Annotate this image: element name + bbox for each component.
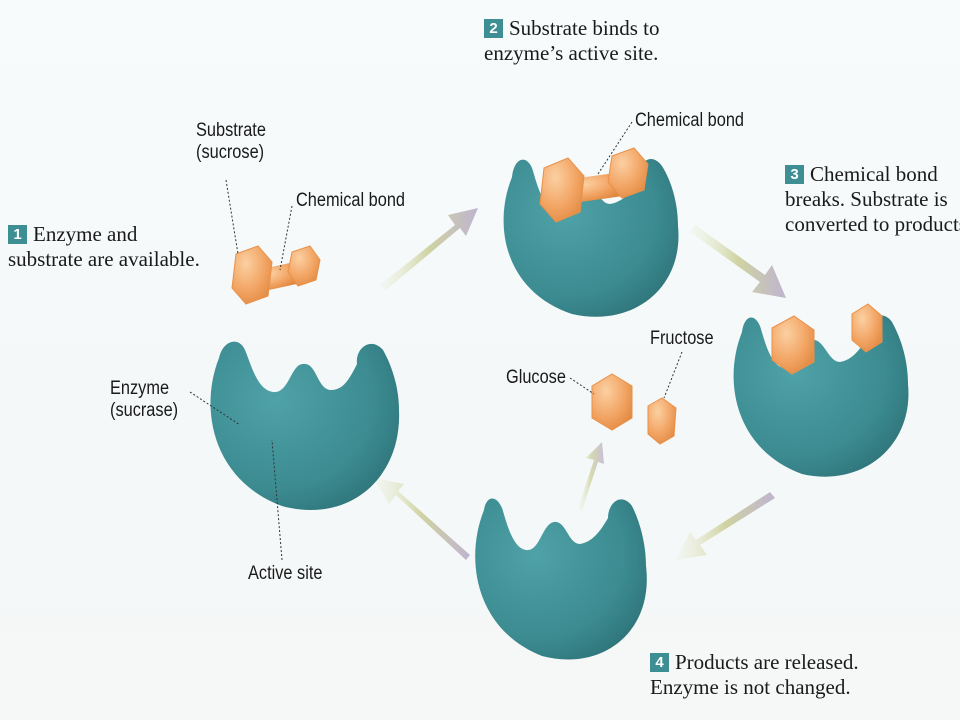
substrate-label-line2: (sucrose) bbox=[196, 142, 265, 163]
enzyme-label-line1: Enzyme bbox=[110, 378, 170, 399]
leader-active-site bbox=[271, 439, 283, 561]
step2-badge: 2 bbox=[484, 19, 503, 38]
substrate-label: Substrate (sucrose) bbox=[196, 120, 266, 164]
leader-bond-1 bbox=[279, 205, 293, 271]
step1-badge: 1 bbox=[8, 225, 27, 244]
enzyme-step2 bbox=[503, 158, 679, 317]
leader-fructose bbox=[663, 351, 683, 399]
active-site-label: Active site bbox=[248, 563, 323, 584]
cycle-arrow-3-to-4 bbox=[676, 492, 775, 560]
leader-enzyme bbox=[189, 391, 241, 426]
substrate-bound-step2 bbox=[539, 147, 649, 223]
step3-line1: Chemical bond bbox=[810, 162, 938, 186]
step3-label: 3 Chemical bond breaks. Substrate is conv… bbox=[785, 162, 960, 237]
enzyme-step3 bbox=[733, 315, 909, 477]
step1-label: 1 Enzyme and substrate are available. bbox=[8, 222, 200, 272]
cycle-arrow-4-to-1 bbox=[374, 478, 470, 560]
fructose-molecule bbox=[647, 397, 677, 445]
chemical-bond-label-2: Chemical bond bbox=[635, 110, 745, 131]
step1-line1: Enzyme and bbox=[33, 222, 138, 246]
enzyme-label: Enzyme (sucrase) bbox=[110, 378, 178, 422]
step4-line1: Products are released. bbox=[675, 650, 859, 674]
step4-label: 4 Products are released. Enzyme is not ch… bbox=[650, 650, 859, 700]
enzyme-step1 bbox=[210, 341, 400, 511]
step4-badge: 4 bbox=[650, 653, 669, 672]
step2-line2: enzyme’s active site. bbox=[484, 41, 659, 65]
chemical-bond-label-1: Chemical bond bbox=[296, 190, 406, 211]
fructose-label: Fructose bbox=[650, 328, 714, 349]
leader-glucose bbox=[569, 377, 595, 395]
enzyme-step4 bbox=[475, 498, 647, 660]
glucose-molecule bbox=[591, 373, 633, 431]
cycle-arrow-2-to-3 bbox=[690, 225, 786, 298]
step3-line2: breaks. Substrate is bbox=[785, 187, 948, 211]
step3-line3: converted to products. bbox=[785, 212, 960, 236]
step3-badge: 3 bbox=[785, 165, 804, 184]
products-step3 bbox=[771, 303, 883, 375]
step1-line2: substrate are available. bbox=[8, 247, 200, 271]
step4-line2: Enzyme is not changed. bbox=[650, 675, 851, 699]
glucose-label: Glucose bbox=[506, 367, 566, 388]
leader-lines bbox=[189, 121, 683, 561]
substrate-sucrose-step1 bbox=[231, 245, 321, 305]
substrate-label-line1: Substrate bbox=[196, 120, 266, 141]
release-arrow bbox=[578, 442, 604, 510]
step2-label: 2 Substrate binds to enzyme’s active site… bbox=[484, 16, 660, 66]
leader-substrate bbox=[225, 179, 239, 255]
enzyme-label-line2: (sucrase) bbox=[110, 400, 179, 421]
cycle-arrow-1-to-2 bbox=[380, 208, 478, 290]
step2-line1: Substrate binds to bbox=[509, 16, 660, 40]
